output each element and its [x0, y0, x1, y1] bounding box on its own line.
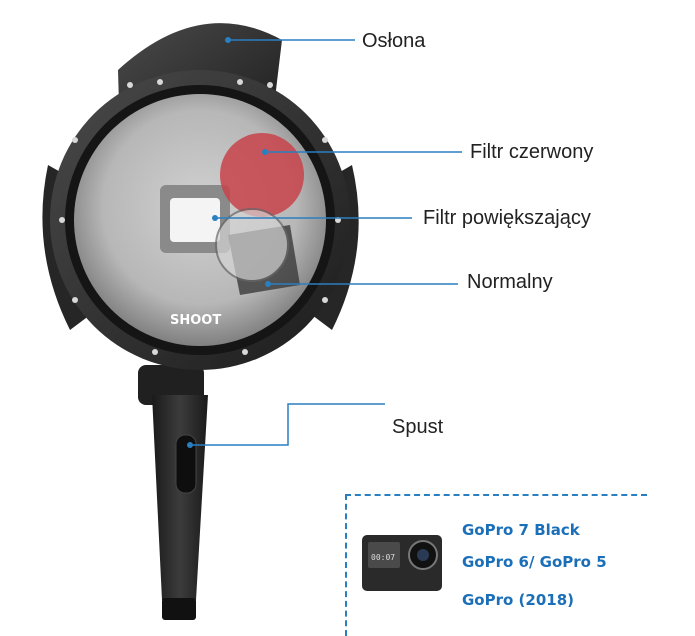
- label-filtr-czerwony: Filtr czerwony: [470, 141, 594, 163]
- svg-text:00:07: 00:07: [371, 553, 395, 562]
- gopro-camera-image: 00:07: [362, 535, 442, 591]
- red-filter: [220, 133, 304, 217]
- label-oslona: Osłona: [362, 30, 426, 52]
- brand-logo: SHOOT: [170, 313, 221, 328]
- model-gopro-7-black: GoPro 7 Black: [462, 521, 580, 539]
- label-spust: Spust: [392, 416, 444, 438]
- magnifier-filter: [215, 208, 289, 282]
- leader-lines: [190, 39, 462, 446]
- leader-line-spust: [190, 403, 385, 446]
- label-normalny: Normalny: [467, 271, 553, 293]
- leader-dot: [265, 281, 271, 287]
- leader-dot: [187, 442, 193, 448]
- leader-dot: [212, 215, 218, 221]
- handle-grip: [138, 365, 208, 620]
- model-gopro-6-5: GoPro 6/ GoPro 5: [462, 553, 607, 571]
- camera-mount-frame: [160, 185, 230, 253]
- label-filtr-powiekszajacy: Filtr powiększający: [423, 207, 591, 229]
- leader-dot: [262, 149, 268, 155]
- leader-dot: [225, 37, 231, 43]
- model-gopro-2018: GoPro (2018): [462, 591, 574, 609]
- compatibility-box: [345, 494, 647, 636]
- trigger-button: [175, 434, 197, 494]
